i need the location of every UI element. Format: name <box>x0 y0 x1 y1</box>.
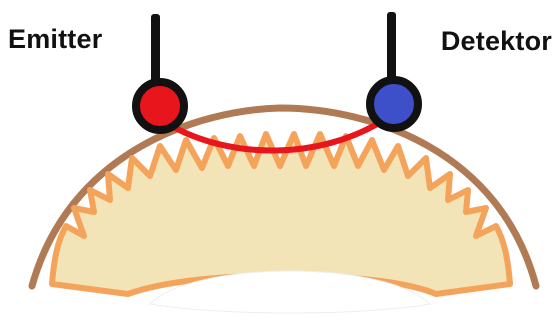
emitter-icon <box>136 82 184 130</box>
detector-label: Detektor <box>441 28 552 55</box>
emitter-probe <box>136 14 184 130</box>
detector-icon <box>370 80 418 128</box>
emitter-label: Emitter <box>8 26 102 53</box>
detector-probe <box>370 12 418 128</box>
